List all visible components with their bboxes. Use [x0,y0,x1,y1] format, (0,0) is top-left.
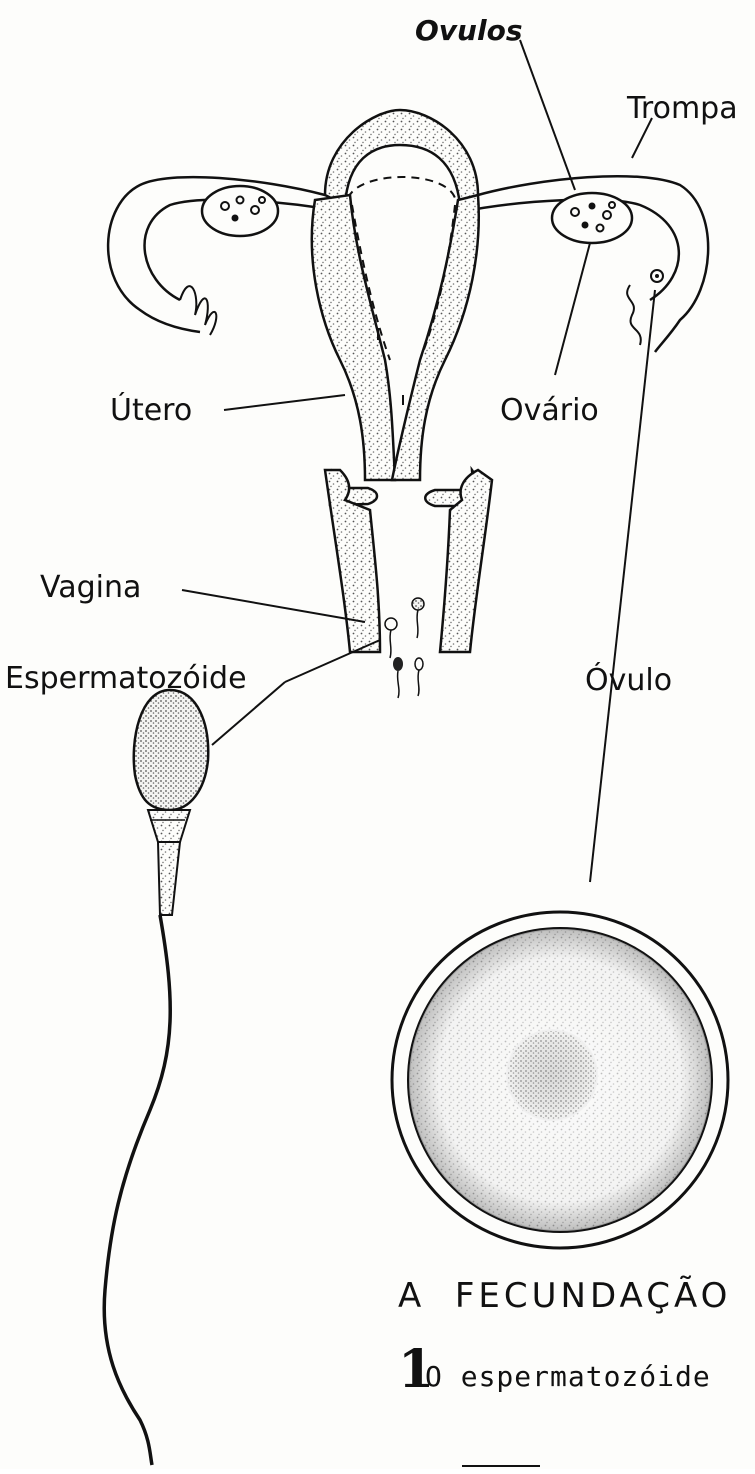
label-vagina: Vagina [40,570,141,605]
large-spermatozoon [104,690,208,1465]
label-utero: Útero [110,391,192,428]
sperm-small-2 [385,618,397,658]
ovary-right [552,193,632,243]
label-ovulos: Ovulos [415,14,523,47]
leader-ovario [555,243,590,375]
sperm-small-4 [415,658,423,696]
uterus-body [312,195,479,480]
egg-in-tube [651,270,663,282]
leader-vagina [182,590,365,622]
leader-ovulos [520,40,575,190]
label-trompa: Trompa [626,91,738,126]
sperm-small-1 [412,598,424,638]
leader-ovulo [590,290,655,882]
sperm-small-3 [393,657,403,698]
leader-espermatozoide-b [285,640,380,682]
figure-title: A FECUNDAÇÃO [398,1276,731,1316]
uterus-fundus [325,110,478,205]
label-espermatozoide: Espermatozóide [5,661,247,696]
ovary-left [202,186,278,236]
label-ovulo: Óvulo [585,661,672,698]
leader-utero [224,395,345,410]
sperm-group [385,598,424,698]
label-ovario: Ovário [500,393,599,428]
large-ovum [392,912,728,1248]
caption-text: O espermatozóide [425,1360,711,1393]
